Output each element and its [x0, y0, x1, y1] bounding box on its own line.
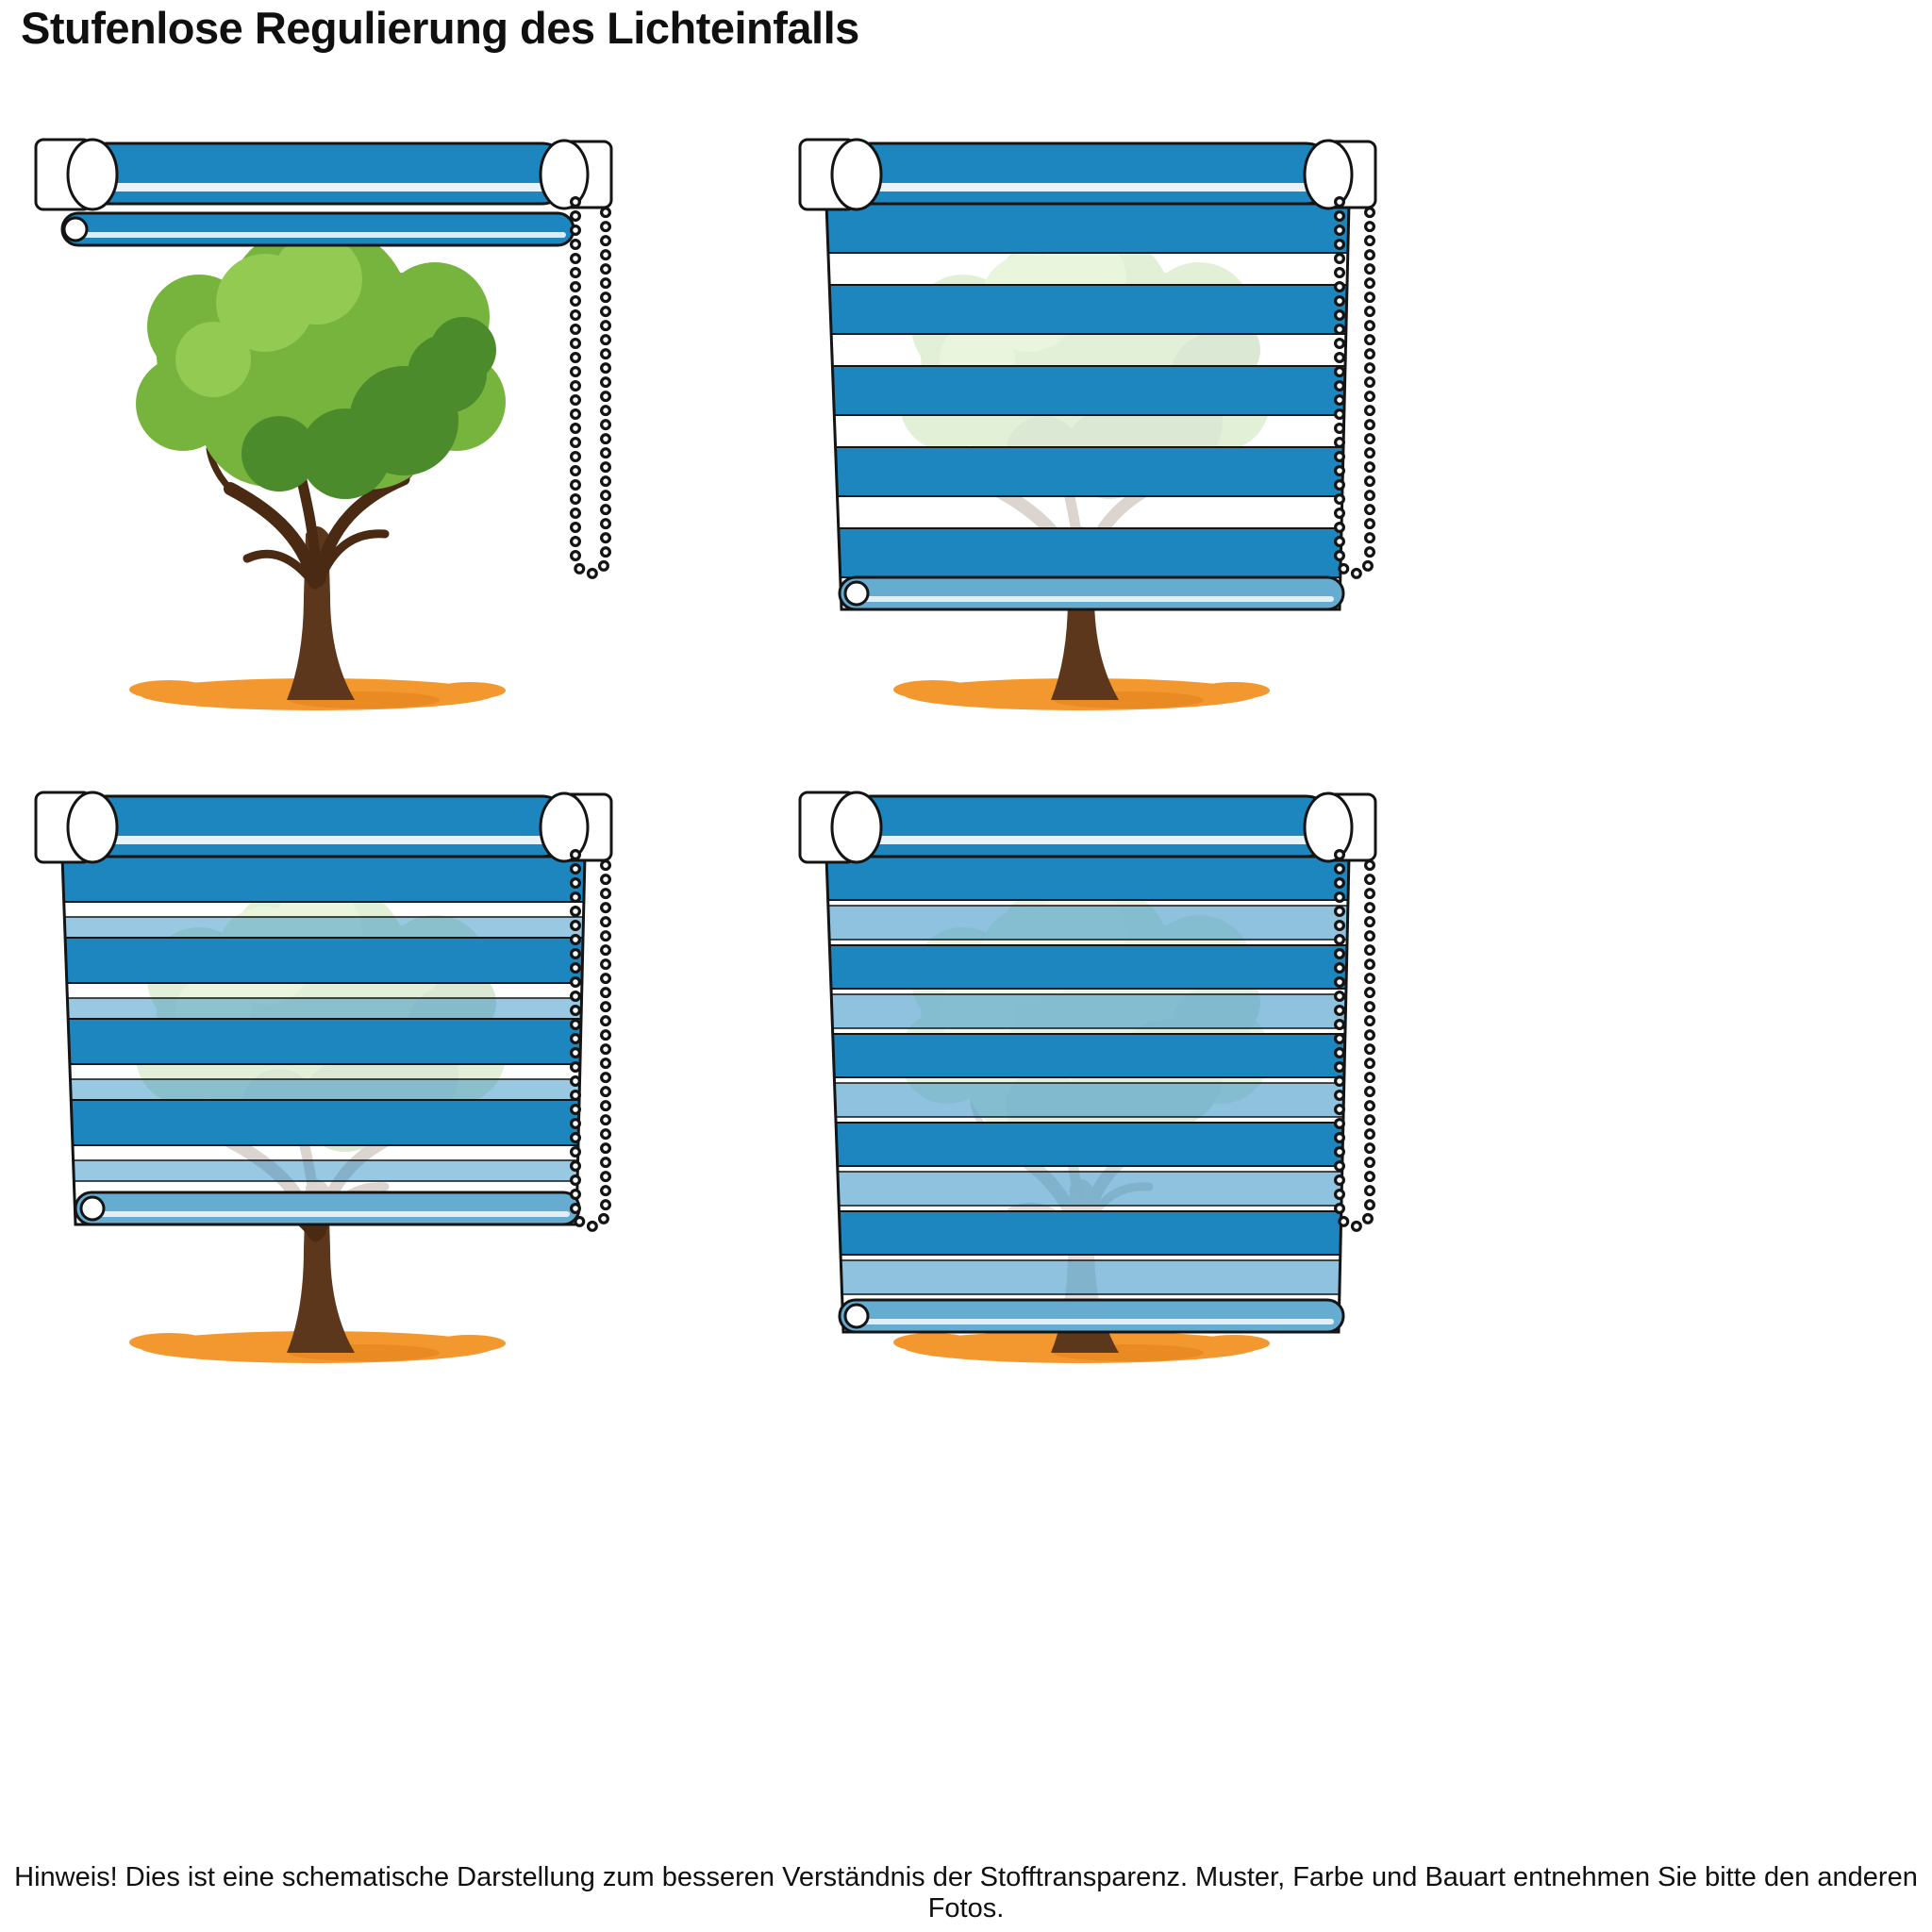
- roller-cassette: [798, 138, 1377, 211]
- panel-blind-closed: [798, 791, 1383, 1374]
- blind-fabric: [62, 857, 585, 1224]
- panel-blind-half-closed: [34, 791, 619, 1374]
- roller-blind-lowered-half-closed-icon: [34, 791, 613, 1374]
- rolled-up-fabric-tube: [60, 211, 575, 247]
- blind-fabric: [826, 857, 1349, 1332]
- blind-fabric: [826, 204, 1349, 609]
- roller-blind-lowered-open-stripes-icon: [798, 138, 1377, 721]
- bottom-bar: [838, 1298, 1345, 1334]
- panel-blind-fully-raised: [34, 138, 619, 721]
- roller-blind-lowered-closed-icon: [798, 791, 1377, 1374]
- panel-grid: [34, 138, 1383, 1374]
- control-chain: [575, 202, 606, 574]
- roller-cassette: [34, 791, 613, 864]
- footnote: Hinweis! Dies ist eine schematische Dars…: [14, 1862, 1918, 1924]
- tree-illustration: [129, 223, 506, 710]
- roller-blind-fully-raised-icon: [34, 138, 613, 721]
- control-chain: [1340, 855, 1370, 1226]
- roller-cassette: [798, 791, 1377, 864]
- roller-cassette: [34, 138, 613, 211]
- page-title: Stufenlose Regulierung des Lichteinfalls: [21, 3, 859, 53]
- control-chain: [1340, 202, 1370, 574]
- control-chain: [575, 855, 606, 1226]
- bottom-bar: [74, 1191, 581, 1226]
- panel-blind-open-stripes: [798, 138, 1383, 721]
- bottom-bar: [838, 575, 1345, 611]
